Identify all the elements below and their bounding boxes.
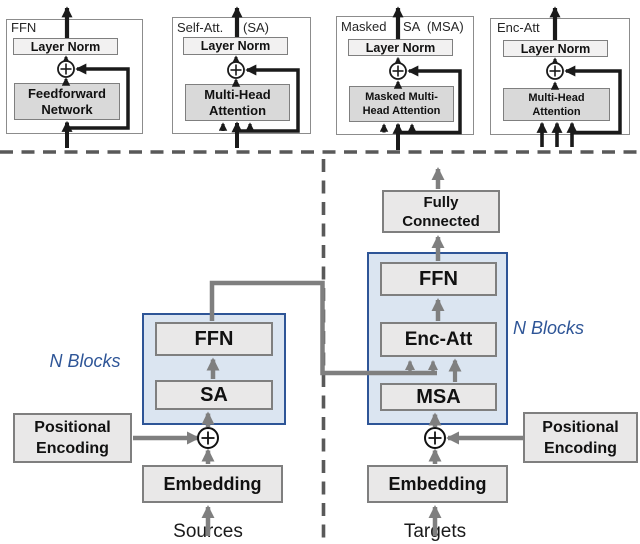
layer-norm-box: Layer Norm	[348, 39, 453, 56]
decoder-enc-att-box: Enc-Att	[380, 322, 497, 357]
fully-connected-line2: Connected	[402, 212, 480, 230]
encoder-positional-encoding-box: Positional Encoding	[13, 413, 132, 463]
panel-sa-abbrev: (SA)	[243, 20, 269, 35]
layer-norm-box: Layer Norm	[503, 40, 608, 57]
sources-label: Sources	[173, 521, 243, 542]
encoder-embedding-box: Embedding	[142, 465, 283, 503]
fully-connected-line1: Fully	[423, 193, 459, 211]
component-label-line2: Head Attention	[362, 105, 441, 117]
decoder-n-blocks-label: N Blocks	[513, 318, 585, 338]
decoder-embedding-box: Embedding	[367, 465, 508, 503]
panel-msa-abbrev: SA (MSA)	[403, 19, 464, 34]
multi-head-attention-box: Multi-Head Attention	[185, 84, 290, 121]
component-label-line2: Network	[41, 101, 93, 117]
layer-norm-box: Layer Norm	[183, 37, 288, 55]
component-label-line2: Attention	[532, 105, 581, 118]
component-label-line1: Masked Multi-	[365, 91, 438, 103]
multi-head-attention-box: Multi-Head Attention	[503, 88, 610, 121]
dashed-separator-lines	[0, 150, 640, 544]
decoder-msa-box: MSA	[380, 383, 497, 411]
component-label-line1: Multi-Head	[528, 91, 585, 104]
feedforward-network-box: Feedforward Network	[14, 83, 120, 120]
positional-encoding-line2: Encoding	[36, 440, 109, 457]
targets-label: Targets	[403, 521, 467, 542]
positional-encoding-line1: Positional	[542, 418, 619, 436]
component-label-line1: Multi-Head	[204, 86, 271, 102]
add-circle-icon	[197, 427, 219, 449]
decoder-positional-encoding-box: Positional Encoding	[523, 412, 638, 463]
masked-multi-head-attention-box: Masked Multi- Head Attention	[349, 86, 454, 122]
panel-encatt-title: Enc-Att	[497, 20, 540, 35]
decoder-ffn-box: FFN	[380, 262, 497, 296]
add-circle-icon	[424, 427, 446, 449]
component-label-line2: Attention	[208, 102, 267, 118]
encoder-sa-box: SA	[155, 380, 273, 410]
encoder-n-blocks-label: N Blocks	[49, 351, 121, 371]
panel-sa-title: Self-Att.	[177, 20, 224, 35]
positional-encoding-line1: Positional	[34, 419, 111, 436]
positional-encoding-line2: Encoding	[544, 439, 617, 457]
panel-ffn-title: FFN	[11, 20, 37, 35]
encoder-ffn-box: FFN	[155, 322, 273, 356]
layer-norm-box: Layer Norm	[13, 38, 118, 55]
component-label-line1: Feedforward	[27, 85, 106, 101]
fully-connected-box: Fully Connected	[382, 190, 500, 233]
panel-msa-title: Masked	[341, 19, 387, 34]
